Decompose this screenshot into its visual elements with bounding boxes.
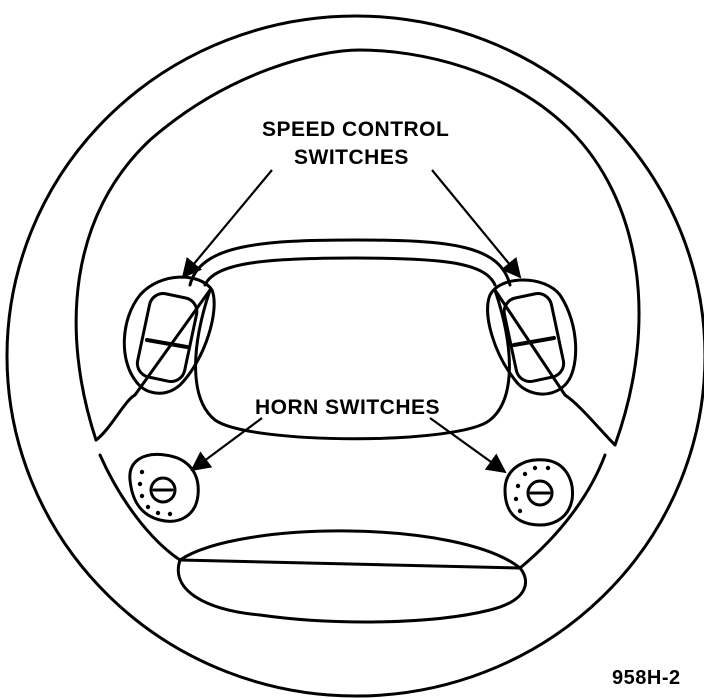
figure-id: 958H-2 (612, 667, 681, 689)
hub-lower (98, 453, 607, 570)
bottom-pad (176, 558, 528, 624)
speed-control-label-line2: SWITCHES (294, 146, 409, 169)
horn-arrow-right (429, 417, 507, 474)
speed-control-label-line1: SPEED CONTROL (262, 118, 450, 141)
right-horn-button (526, 479, 554, 507)
speed-arrow-left (181, 169, 273, 279)
inner-rim (74, 48, 641, 447)
hub-body (94, 288, 617, 447)
horn-switches-label: HORN SWITCHES (255, 396, 440, 419)
hub-lower-inner (178, 529, 522, 570)
speed-arrow-right (431, 169, 522, 279)
left-speed-switch-panel (135, 292, 199, 383)
left-speed-switch-pod (122, 275, 216, 395)
right-horn-switch (503, 458, 575, 527)
right-speed-switch-pod (486, 278, 578, 396)
outer-rim (5, 14, 704, 698)
left-horn-button (149, 476, 177, 504)
right-speed-switch-panel (502, 292, 566, 383)
hub-crossbar-outer (188, 238, 512, 287)
hub-crossbar-inner (203, 256, 497, 287)
horn-arrow-left (190, 417, 263, 472)
horn-switch-dots (137, 465, 551, 517)
left-horn-switch (128, 452, 200, 523)
